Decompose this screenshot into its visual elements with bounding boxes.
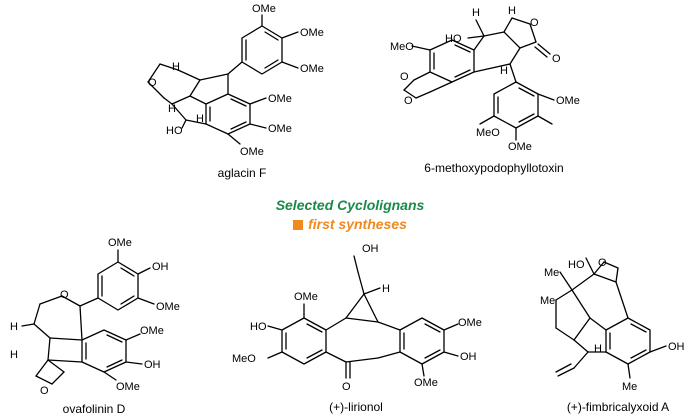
compound-name-fimbricalyxoid-a: (+)-fimbricalyxoid A: [567, 400, 669, 414]
atom-label: O: [598, 257, 607, 269]
atom-label: HO: [445, 33, 462, 45]
atom-label: O: [40, 385, 49, 397]
structure-fimbricalyxoid-a: [555, 257, 667, 379]
atom-label: H: [168, 103, 176, 115]
atom-label: MeO: [476, 127, 500, 139]
atom-label: OMe: [556, 95, 580, 107]
atom-label: HO: [166, 125, 183, 137]
atom-label: MeO: [232, 353, 256, 365]
atom-label: H: [196, 113, 204, 125]
atom-label: O: [404, 95, 413, 107]
compound-name-methoxypodophyllotoxin: 6-methoxypodophyllotoxin: [424, 161, 563, 175]
atom-label: OMe: [294, 291, 318, 303]
atom-label: OH: [460, 351, 477, 363]
atom-label: Me: [540, 295, 555, 307]
atom-label: H: [500, 65, 508, 77]
atom-label: OH: [362, 243, 379, 255]
figure-heading: Selected Cyclolignans: [275, 197, 425, 213]
atom-label: O: [552, 53, 561, 65]
atom-label: O: [60, 289, 69, 301]
structure-lirionol: [267, 255, 459, 379]
legend-square-icon: [293, 220, 304, 230]
atom-label: OMe: [300, 63, 324, 75]
atom-label: H: [508, 5, 516, 17]
atom-label: OH: [144, 359, 161, 371]
atom-label: OH: [668, 341, 685, 353]
atom-label: O: [342, 381, 351, 393]
atom-label: OMe: [268, 123, 292, 135]
atom-label: H: [472, 7, 480, 19]
atom-label: H: [10, 321, 18, 333]
compound-name-lirionol: (+)-lirionol: [329, 400, 383, 414]
atom-label: OMe: [508, 141, 532, 153]
atom-label: OMe: [268, 93, 292, 105]
atom-label: OMe: [108, 237, 132, 249]
atom-label: H: [382, 283, 390, 295]
atom-label: O: [148, 77, 157, 89]
atom-label: HO: [250, 321, 267, 333]
atom-label: Me: [622, 381, 637, 393]
atom-label: OMe: [252, 3, 276, 15]
subheading-text: first syntheses: [308, 216, 407, 232]
structure-methoxypodophyllotoxin: [403, 17, 555, 141]
figure-subheading: first syntheses: [0, 216, 700, 232]
atom-label: OMe: [414, 377, 438, 389]
atom-label: OMe: [140, 325, 164, 337]
atom-label: H: [10, 349, 18, 361]
compound-name-ovafolinin-d: ovafolinin D: [63, 402, 126, 416]
structure-aglacin-f: [147, 14, 299, 145]
atom-label: OMe: [458, 317, 482, 329]
atom-label: O: [530, 17, 539, 29]
atom-label: H: [172, 61, 180, 73]
atom-label: O: [400, 71, 409, 83]
atom-label: Me: [544, 267, 559, 279]
compound-name-aglacin-f: aglacin F: [218, 166, 267, 180]
atom-label: OMe: [300, 27, 324, 39]
atom-label: OH: [152, 261, 169, 273]
structure-ovafolinin-d: [21, 249, 155, 385]
atom-label: OMe: [156, 301, 180, 313]
atom-label: HO: [568, 259, 585, 271]
atom-label: OMe: [240, 146, 264, 158]
atom-labels: OMe OMe OMe OMe OMe OMe H O H H HO H H O…: [10, 3, 685, 397]
atom-label: H: [594, 343, 602, 355]
atom-label: MeO: [390, 41, 414, 53]
atom-label: OMe: [116, 381, 140, 393]
